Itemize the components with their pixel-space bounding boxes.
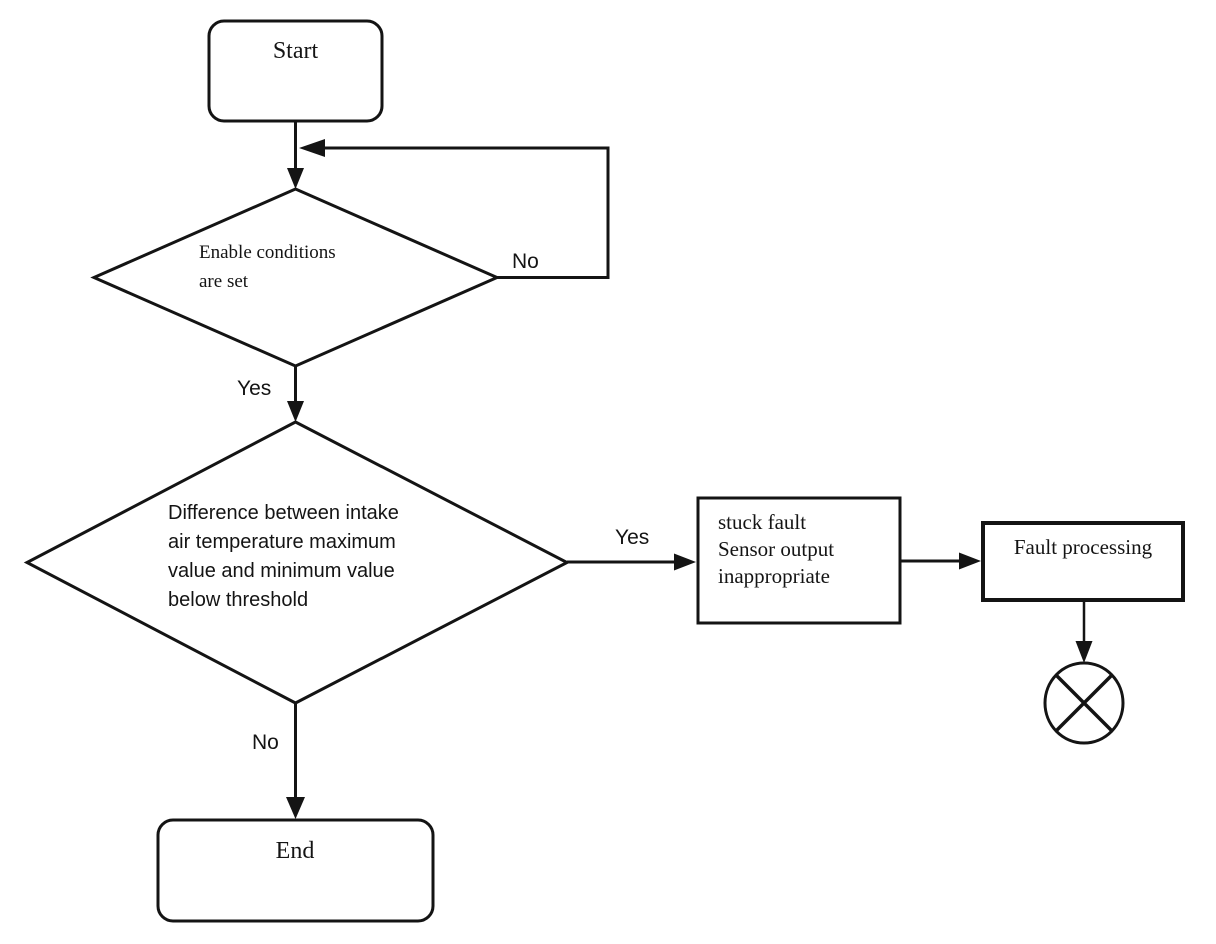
edge-label-enable-yes: Yes [237, 377, 272, 400]
end-node-shape [156, 818, 435, 923]
stuck-fault-node-label: stuck fault Sensor output inappropriate [718, 510, 835, 588]
circle-cross-icon [1043, 661, 1125, 745]
arrowhead-into-difference-decision [287, 401, 304, 422]
arrowhead-into-stuck-fault [674, 553, 696, 571]
arrowhead-no-loop-junction [299, 139, 325, 157]
arrowhead-into-end [286, 797, 305, 819]
edge-enable-no-loop [324, 146, 610, 279]
arrowhead-into-enable-decision [287, 168, 304, 189]
edge-label-difference-yes: Yes [615, 526, 650, 549]
edge-label-difference-no: No [252, 731, 279, 754]
difference-decision-label: Difference between intake air temperatur… [168, 502, 399, 611]
start-node-label: Start [272, 38, 319, 64]
enable-decision-label: Enable conditions are set [199, 242, 336, 292]
start-node-shape [207, 19, 384, 123]
edge-label-enable-no: No [512, 250, 539, 273]
end-node-label: End [275, 838, 315, 864]
fault-processing-node-label: Fault processing [1013, 535, 1153, 559]
arrowhead-into-fault-processing [959, 552, 981, 570]
arrowhead-into-terminator [1075, 641, 1093, 663]
